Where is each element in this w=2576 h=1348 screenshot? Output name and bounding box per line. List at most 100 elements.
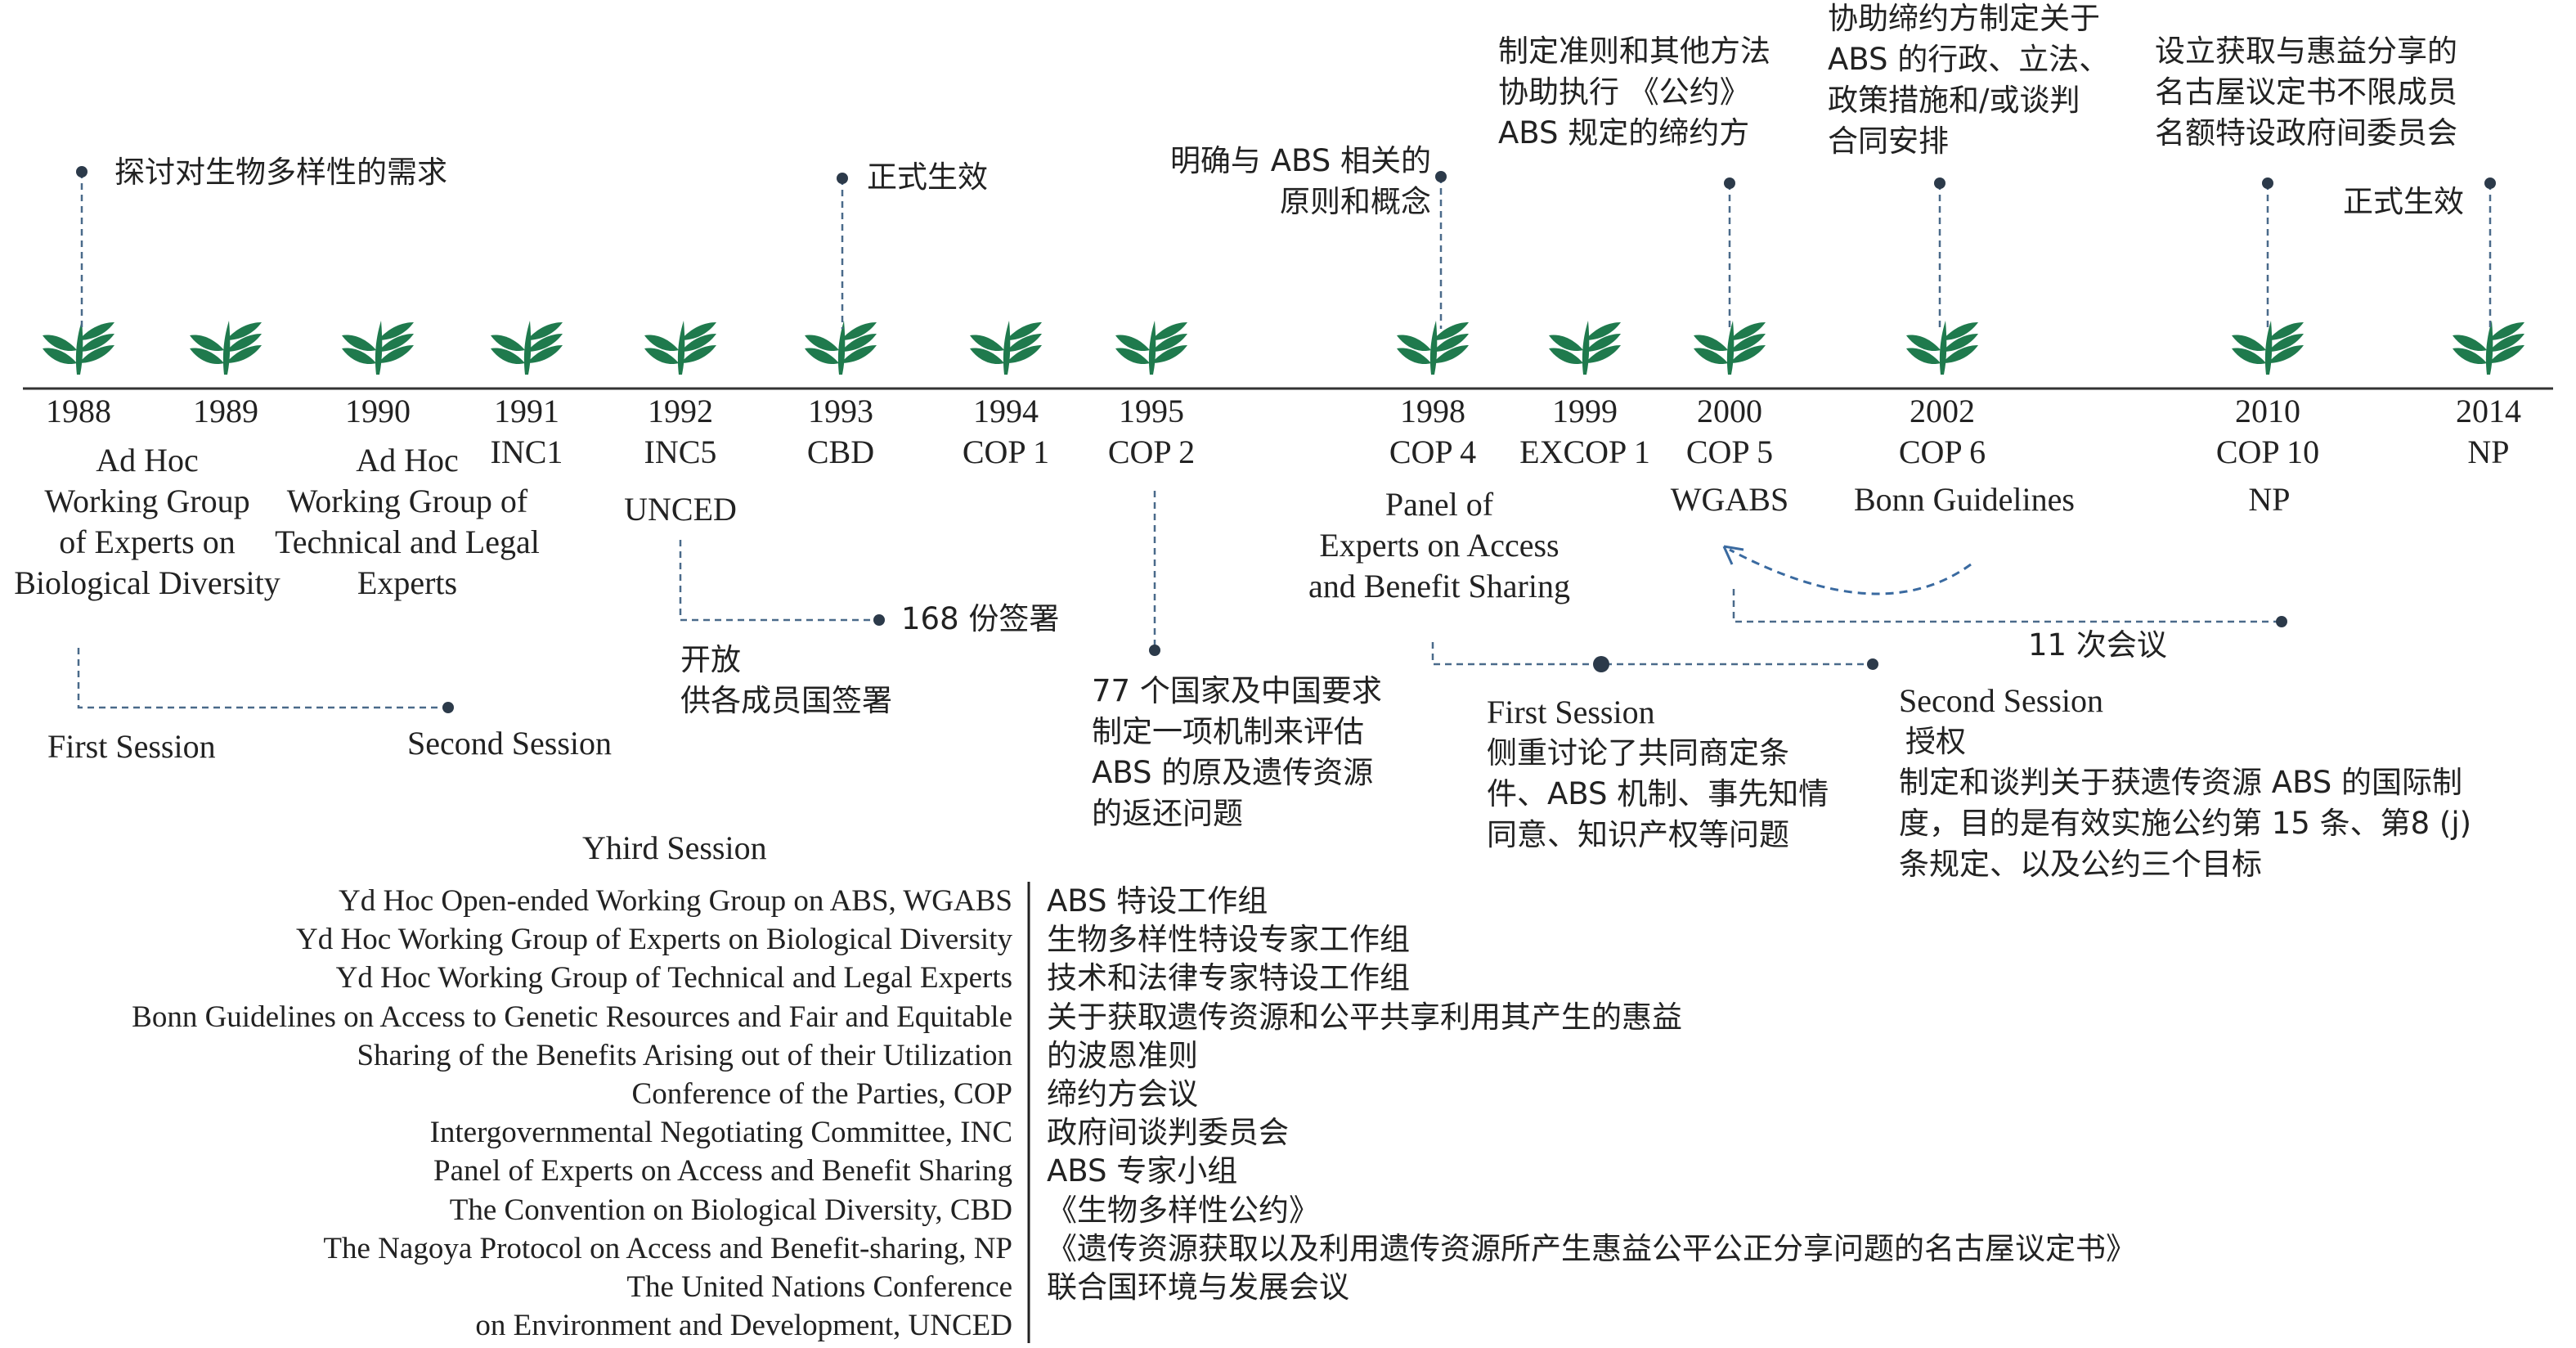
dot-1993 <box>837 173 848 184</box>
marker-dots <box>76 166 2496 713</box>
event-label-2014: NP <box>2467 434 2510 470</box>
year-2000: 2000 <box>1697 393 1762 429</box>
event-label-1992: INC5 <box>644 434 717 470</box>
leaf-icons <box>43 321 2524 375</box>
label-np-2010: NP <box>2248 481 2291 518</box>
event-label-2002: COP 6 <box>1898 434 1986 470</box>
dot-2002 <box>1934 177 1945 189</box>
glossary-en-4: Sharing of the Benefits Arising out of t… <box>357 1038 1012 1072</box>
year-1998: 1998 <box>1400 393 1465 429</box>
sprout-leaf-icon-2000 <box>1694 321 1766 375</box>
note-1993: 正式生效 <box>867 160 988 195</box>
sprout-leaf-icon-2014 <box>2453 321 2524 375</box>
glossary-en-8: The Convention on Biological Diversity, … <box>449 1193 1012 1227</box>
dot-second-session <box>442 702 454 713</box>
glossary-en-10: The United Nations Conference <box>626 1270 1012 1304</box>
glossary-en-7: Panel of Experts on Access and Benefit S… <box>433 1154 1012 1188</box>
note-2010: 设立获取与惠益分享的名古屋议定书不限成员名额特设政府间委员会 <box>2155 34 2457 151</box>
dot-2000 <box>1724 177 1735 189</box>
year-1991: 1991 <box>494 393 559 429</box>
event-label-1995: COP 2 <box>1107 434 1196 470</box>
sprout-leaf-icon-1998 <box>1397 321 1469 375</box>
panel-bracket-1998 <box>1431 642 1873 666</box>
dot-2014 <box>2484 177 2496 189</box>
open-signing-note: 开放供各成员国签署 <box>680 642 892 718</box>
glossary-en-6: Intergovernmental Negotiating Committee,… <box>429 1116 1012 1150</box>
sprout-leaf-icon-2010 <box>2232 321 2304 375</box>
glossary-zh-1: 生物多样性特设专家工作组 <box>1047 922 1410 958</box>
note-2000: 制定准则和其他方法协助执行 《公约》ABS 规定的缔约方 <box>1498 34 1770 151</box>
sprout-leaf-icon-1999 <box>1549 321 1621 375</box>
curved-arrow-2002-to-2000 <box>1729 548 1972 595</box>
connectors <box>77 172 2492 709</box>
year-1994: 1994 <box>973 393 1039 429</box>
dot-2010 <box>2262 177 2273 189</box>
session-bracket-1988 <box>77 648 448 709</box>
meetings-11-label: 11 次会议 <box>2028 627 2167 663</box>
glossary-zh-0: ABS 特设工作组 <box>1047 883 1268 919</box>
glossary-en-2: Yd Hoc Working Group of Technical and Le… <box>335 961 1012 995</box>
event-label-1994: COP 1 <box>962 434 1050 470</box>
event-label-1999: EXCOP 1 <box>1519 434 1650 470</box>
dot-first-session <box>1593 656 1609 672</box>
label-wgabs: WGABS <box>1670 481 1789 518</box>
panel-second-session-note: Second Session 授权 制定和谈判关于获遗传资源 ABS 的国际制度… <box>1899 682 2472 882</box>
sprout-leaf-icon-1992 <box>644 321 716 375</box>
year-2002: 2002 <box>1910 393 1975 429</box>
year-2014: 2014 <box>2456 393 2521 429</box>
dot-meetings <box>2276 616 2287 627</box>
third-session-label: Yhird Session <box>582 829 767 866</box>
year-1999: 1999 <box>1552 393 1618 429</box>
note-1988: 探讨对生物多样性的需求 <box>114 155 447 190</box>
glossary-zh-10: 联合国环境与发展会议 <box>1047 1269 1349 1305</box>
event-label-2010: COP 10 <box>2215 434 2320 470</box>
glossary-zh-8: 《生物多样性公约》 <box>1047 1192 1319 1228</box>
second-session-label: Second Session <box>407 725 612 762</box>
glossary-zh-6: 政府间谈判委员会 <box>1047 1115 1289 1151</box>
sprout-leaf-icon-1989 <box>190 321 262 375</box>
sprout-leaf-icon-1990 <box>342 321 414 375</box>
glossary-zh-3: 关于获取遗传资源和公平共享利用其产生的惠益 <box>1047 999 1682 1035</box>
event-label-1998: COP 4 <box>1389 434 1477 470</box>
event-label-1991: INC1 <box>490 434 563 470</box>
curved-arrow-head <box>1722 545 1744 565</box>
glossary-zh-2: 技术和法律专家特设工作组 <box>1047 960 1410 996</box>
year-1993: 1993 <box>808 393 873 429</box>
dot-1988 <box>76 166 88 177</box>
glossary-zh-5: 缔约方会议 <box>1047 1076 1198 1112</box>
sign-168-label: 168 份签署 <box>901 601 1060 636</box>
first-session-label: First Session <box>47 728 216 765</box>
year-1992: 1992 <box>648 393 713 429</box>
dot-1998 <box>1435 171 1447 182</box>
note-2014: 正式生效 <box>2343 184 2464 219</box>
sprout-leaf-icon-1988 <box>43 321 114 375</box>
meetings-bracket-2000 <box>1732 589 2282 623</box>
event-label-2000: COP 5 <box>1685 434 1774 470</box>
year-1989: 1989 <box>193 393 258 429</box>
label-bonn: Bonn Guidelines <box>1854 481 2075 518</box>
sprout-leaf-icon-1993 <box>805 321 877 375</box>
dot-1995 <box>1149 645 1160 656</box>
glossary-en-1: Yd Hoc Working Group of Experts on Biolo… <box>296 923 1012 957</box>
year-1990: 1990 <box>345 393 411 429</box>
dot-panel-end <box>1867 658 1878 670</box>
sprout-leaf-icon-1991 <box>491 321 563 375</box>
dot-168 <box>873 614 885 626</box>
note-1998: 明确与 ABS 相关的原则和概念 <box>1169 143 1431 219</box>
glossary-en-9: The Nagoya Protocol on Access and Benefi… <box>323 1231 1012 1265</box>
label-unced: UNCED <box>624 491 737 528</box>
year-2010: 2010 <box>2235 393 2300 429</box>
event-label-1993: CBD <box>806 434 875 470</box>
glossary-zh-9: 《遗传资源获取以及利用遗传资源所产生惠益公平公正分享问题的名古屋议定书》 <box>1047 1230 2136 1266</box>
glossary-zh-4: 的波恩准则 <box>1047 1037 1198 1073</box>
sign-bracket-1992 <box>679 540 879 622</box>
sprout-leaf-icon-2002 <box>1906 321 1978 375</box>
glossary-en-0: Yd Hoc Open-ended Working Group on ABS, … <box>339 884 1012 918</box>
